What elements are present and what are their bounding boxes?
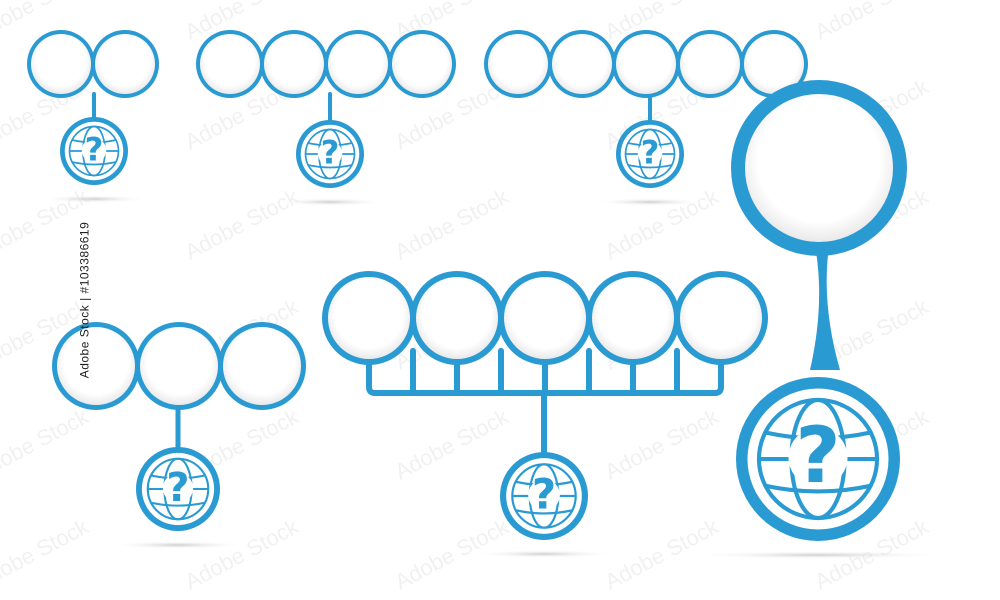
question-globe-icon: ?	[616, 120, 684, 188]
watermark-text: Adobe Stock	[0, 403, 93, 484]
drop-shadow	[686, 551, 950, 559]
ring-hole	[200, 34, 260, 94]
question-globe-icon: ?	[136, 447, 220, 531]
watermark-text: Adobe Stock	[391, 183, 514, 264]
ring-hole	[140, 327, 218, 405]
question-mark: ?	[85, 131, 104, 169]
question-mark: ?	[532, 469, 556, 518]
group-3-circles: ?	[52, 322, 306, 549]
ring-hole	[223, 327, 301, 405]
question-mark: ?	[321, 134, 340, 172]
ring-hole	[744, 34, 804, 94]
ring-hole	[392, 34, 452, 94]
ring-hole	[680, 34, 740, 94]
drop-shadow	[275, 198, 385, 206]
groups-layer: ??????	[27, 30, 950, 559]
question-globe-icon: ?	[296, 120, 364, 188]
ring-hole	[328, 277, 410, 359]
ring-hole	[745, 94, 893, 242]
group-4-circles: ?	[196, 30, 456, 206]
question-mark: ?	[641, 134, 660, 172]
drop-shadow	[39, 195, 149, 203]
ring-hole	[488, 34, 548, 94]
ring-hole	[57, 327, 135, 405]
group-5-circles-top: ?	[484, 30, 808, 206]
watermark-text: Adobe Stock	[181, 183, 304, 264]
ring-hole	[616, 34, 676, 94]
ring-hole	[264, 34, 324, 94]
group-2-circles: ?	[27, 30, 159, 203]
ring-hole	[416, 277, 498, 359]
drop-shadow	[110, 541, 246, 549]
question-globe-icon: ?	[736, 377, 900, 541]
ring-hole	[31, 34, 91, 94]
group-1-large-circle: ?	[686, 80, 950, 559]
group-5-circles-branch: ?	[322, 271, 768, 558]
watermark-text: Adobe Stock	[601, 183, 724, 264]
ring-hole	[504, 277, 586, 359]
drop-shadow	[595, 198, 705, 206]
ring-hole	[680, 277, 762, 359]
question-mark: ?	[166, 465, 189, 511]
ring-hole	[552, 34, 612, 94]
watermark-text: Adobe Stock	[391, 403, 514, 484]
stem-connector	[810, 240, 840, 370]
stock-id-label: Adobe Stock | #103386619	[77, 221, 92, 379]
question-mark: ?	[795, 411, 840, 501]
watermark-text: Adobe Stock	[811, 0, 934, 44]
question-globe-icon: ?	[500, 452, 588, 540]
ring-hole	[592, 277, 674, 359]
watermark-text: Adobe Stock	[601, 403, 724, 484]
watermark-text: Adobe Stock	[181, 513, 304, 594]
ring-hole	[95, 34, 155, 94]
watermark-text: Adobe Stock	[0, 513, 93, 594]
ring-hole	[328, 34, 388, 94]
question-globe-icon: ?	[60, 117, 128, 185]
drop-shadow	[473, 550, 615, 558]
